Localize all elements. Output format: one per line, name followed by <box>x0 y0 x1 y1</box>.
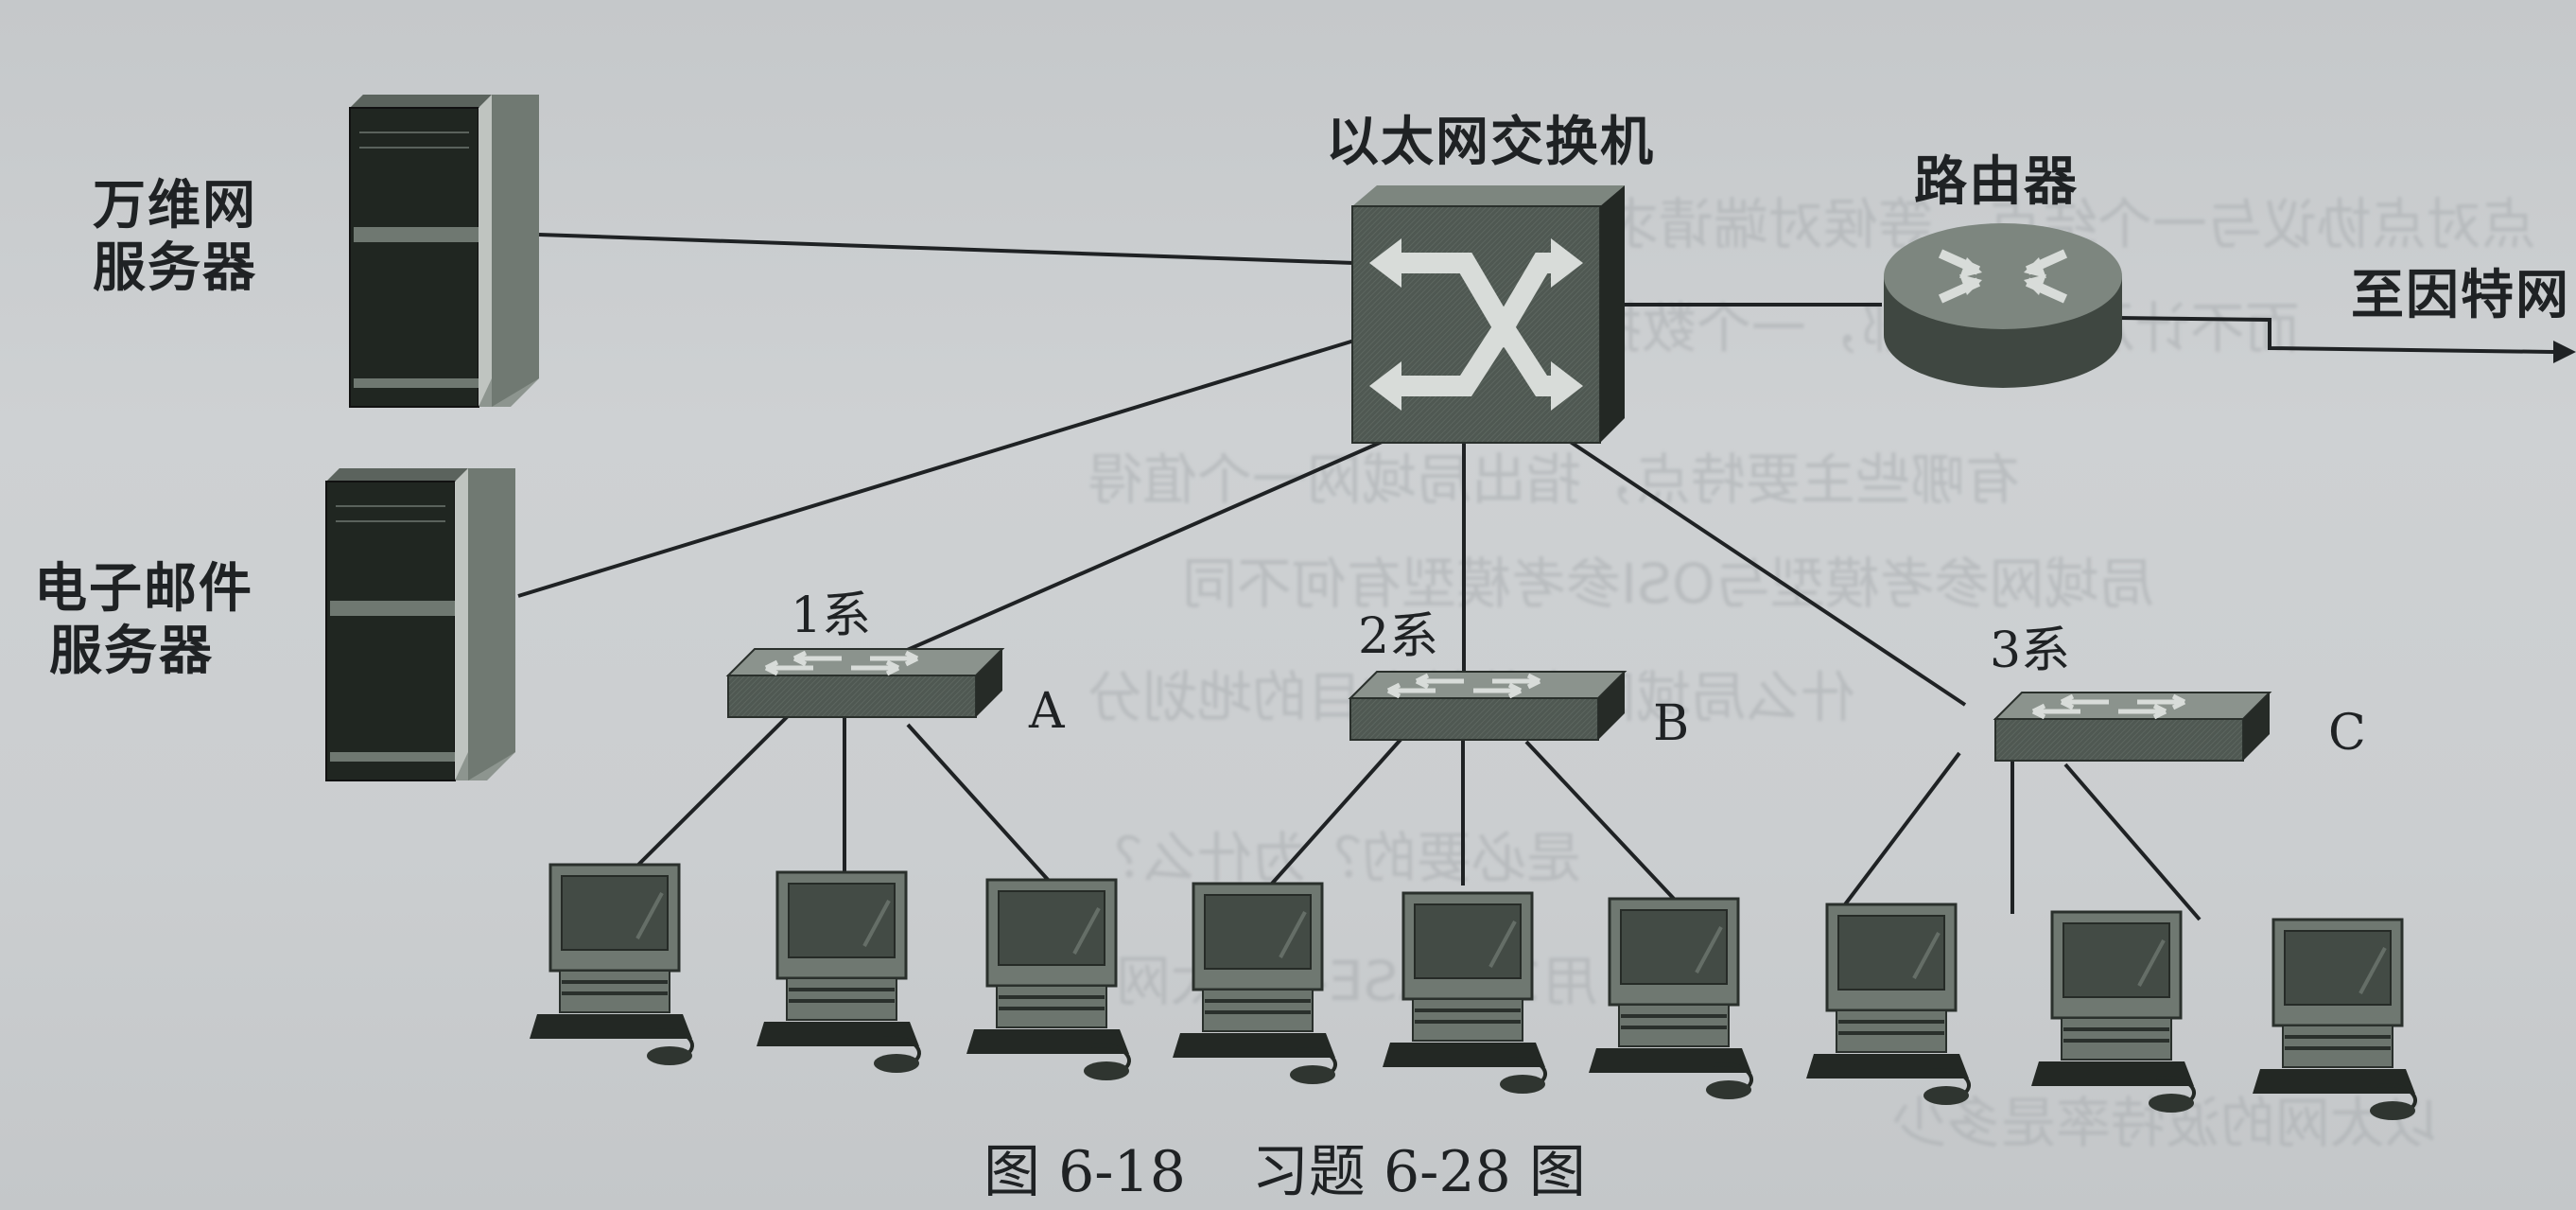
ethernet-switch-label: 以太网交换机 <box>1326 112 1655 173</box>
department-switch-c-icon <box>1995 693 2270 761</box>
computer-icon <box>528 863 694 1067</box>
computer-icon <box>1381 891 1547 1096</box>
department-switch-b-icon <box>1350 672 1625 740</box>
web-server-label: 万维网 服务器 <box>93 175 257 300</box>
ethernet-switch-icon <box>1351 185 1625 444</box>
computer-icon <box>2029 910 2196 1114</box>
department-2-label: 2系 <box>1358 608 1439 665</box>
email-server-icon <box>325 467 516 781</box>
email-server-label: 电子邮件 服务器 <box>34 558 253 683</box>
department-3-label: 3系 <box>1990 623 2071 679</box>
link-switch-a <box>896 424 1419 657</box>
link-web-server <box>538 233 1355 265</box>
link-internet <box>2117 316 2554 354</box>
computer-icon <box>755 870 921 1075</box>
department-1-label: 1系 <box>791 587 872 644</box>
figure-caption: 图 6-18 习题 6-28 图 <box>983 1126 1586 1208</box>
link-email-server <box>517 339 1355 598</box>
department-switch-a-icon <box>728 649 1002 717</box>
figure-number: 图 6-18 <box>983 1139 1186 1205</box>
computer-icon <box>1587 897 1753 1101</box>
arrow-right-icon <box>2553 341 2576 363</box>
computer-icon <box>1171 882 1337 1086</box>
link-switch-c <box>1558 433 1967 707</box>
computer-icon <box>1804 903 1971 1107</box>
internet-label: 至因特网 <box>2351 265 2570 326</box>
switch-c-id: C <box>2328 705 2366 762</box>
router-label: 路由器 <box>1914 151 2079 213</box>
computer-icon <box>2251 918 2417 1122</box>
switch-b-id: B <box>1653 695 1690 752</box>
figure-title: 习题 6-28 图 <box>1251 1139 1586 1205</box>
web-server-icon <box>349 94 540 408</box>
switch-a-id: A <box>1029 683 1065 740</box>
computer-icon <box>965 878 1131 1082</box>
router-icon <box>1884 223 2122 388</box>
